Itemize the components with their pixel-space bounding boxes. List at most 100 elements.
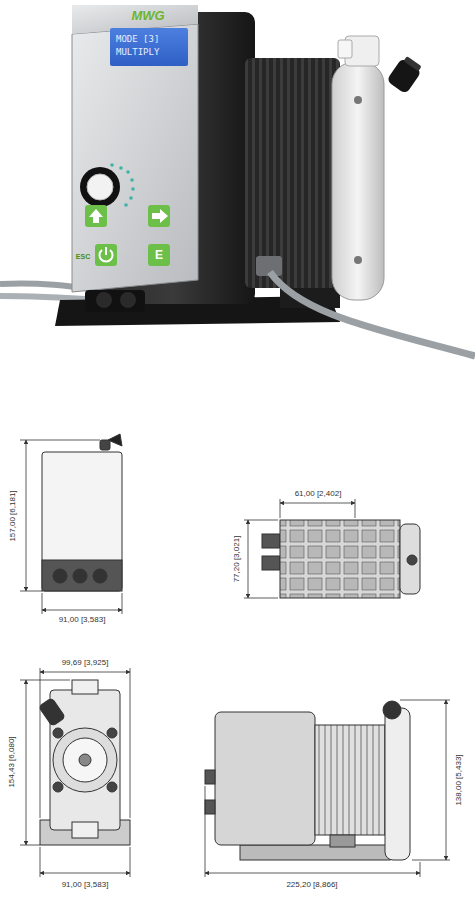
pump-photo-circle [354,256,362,264]
dimension-lines-line [355,499,356,518]
dimension-lines-line [42,610,122,611]
right-side-view-rect [205,800,215,814]
display-text: MODE [3] [116,33,182,46]
pump-photo [0,5,475,356]
front-view-path [108,434,122,446]
side-view-circle [63,738,107,782]
front-view [42,434,122,591]
dimension-label: 99,69 [3,925] [60,659,111,667]
pump-photo-path [152,209,168,223]
side-view-circle [107,728,117,738]
enter-button: E [148,244,170,266]
button-text: E [148,244,170,266]
side-view-rect [72,822,98,838]
dimension-lines-line [40,672,130,673]
right-side-view-circle [383,701,401,719]
dimension-lines-line [42,593,43,614]
dimension-lines [20,440,450,877]
side-view-circle [53,728,63,738]
dimension-lines-line [420,862,421,877]
pump-photo-circle [87,174,113,200]
pump-photo-g [386,54,424,94]
dimension-label: 77,20 [3,021] [233,534,241,585]
dimension-lines-line [280,503,355,504]
pump-photo-circle [96,292,112,308]
front-view-circle [93,569,107,583]
side-view-rect [72,680,98,694]
dimension-label: 91,00 [3,583] [57,616,108,624]
dimension-lines-line [26,440,27,591]
front-view-rect [42,560,122,591]
dimension-lines-line [40,847,41,877]
pump-photo-rect [85,205,107,227]
dimension-lines-line [130,847,131,877]
dimension-lines-line [122,593,123,614]
front-view-circle [53,569,67,583]
pump-photo-g-circle [119,166,123,170]
top-view [262,520,420,598]
front-view-circle [73,569,87,583]
dimension-lines-line [205,786,206,877]
pump-photo-path [89,209,103,223]
side-view-circle [107,782,117,792]
dimension-lines-line [400,700,450,701]
dimension-lines-line [20,845,40,846]
pump-photo-rect [338,40,352,58]
right-side-view [205,701,410,860]
right-side-view-rect [315,725,385,835]
display-text: MULTIPLY [116,46,182,59]
dimension-label: 91,00 [3,583] [60,881,111,889]
top-view-rect [262,556,280,570]
pump-photo-g-rect [404,56,422,71]
pump-photo-circle [80,167,120,207]
pump-photo-path [72,24,198,292]
dimension-lines-line [244,598,278,599]
right-side-view-rect [385,708,410,860]
dimension-lines-line [446,700,447,860]
pump-photo-line [105,247,107,255]
front-view-rect [42,452,122,591]
side-view-circle [79,754,91,766]
right-side-view-rect [240,845,390,860]
right-side-view-rect [330,835,355,847]
dimension-lines-line [412,860,450,861]
button-label: ESC [76,253,90,260]
dimension-lines-line [20,591,42,592]
dimension-lines-line [205,873,420,874]
top-view-circle [407,555,417,565]
dimension-lines-line [26,680,27,845]
dimension-lines-line [40,668,41,818]
dimension-lines-line [40,873,130,874]
dimension-label: 154,43 [6,080] [8,734,16,789]
dimension-lines-line [130,668,131,818]
right-side-view-rect [205,770,215,784]
dimension-lines-line [280,499,281,518]
top-view-rect [280,520,400,598]
dimension-lines-line [20,440,100,441]
side-view-circle [53,782,63,792]
dimension-label: 157,00 [6,181] [9,488,17,543]
pump-photo-g-circle [131,187,135,191]
dimension-label: 138,00 [5,433] [455,752,463,807]
top-view-rect [400,524,420,594]
pump-photo-g-circle [126,170,130,174]
pump-photo-g-circle [129,196,133,200]
brand-logo: MWG [131,8,164,23]
pump-photo-g-circle [110,163,114,167]
pump-photo-rect [85,290,145,312]
dimension-lines-line [248,520,249,598]
front-view-rect [100,440,110,450]
pump-photo-circle [354,96,362,104]
pump-photo-rect [332,62,384,300]
pump-photo-path [270,272,475,356]
pump-photo-circle [120,292,136,308]
pump-photo-rect [245,58,340,288]
pump-photo-g-circle [130,178,134,182]
right-side-view-rect [215,712,315,845]
dimension-lines-line [244,520,278,521]
side-view-g [39,698,66,727]
dimension-lines-line [20,680,70,681]
pump-photo-g-circle [124,203,128,207]
